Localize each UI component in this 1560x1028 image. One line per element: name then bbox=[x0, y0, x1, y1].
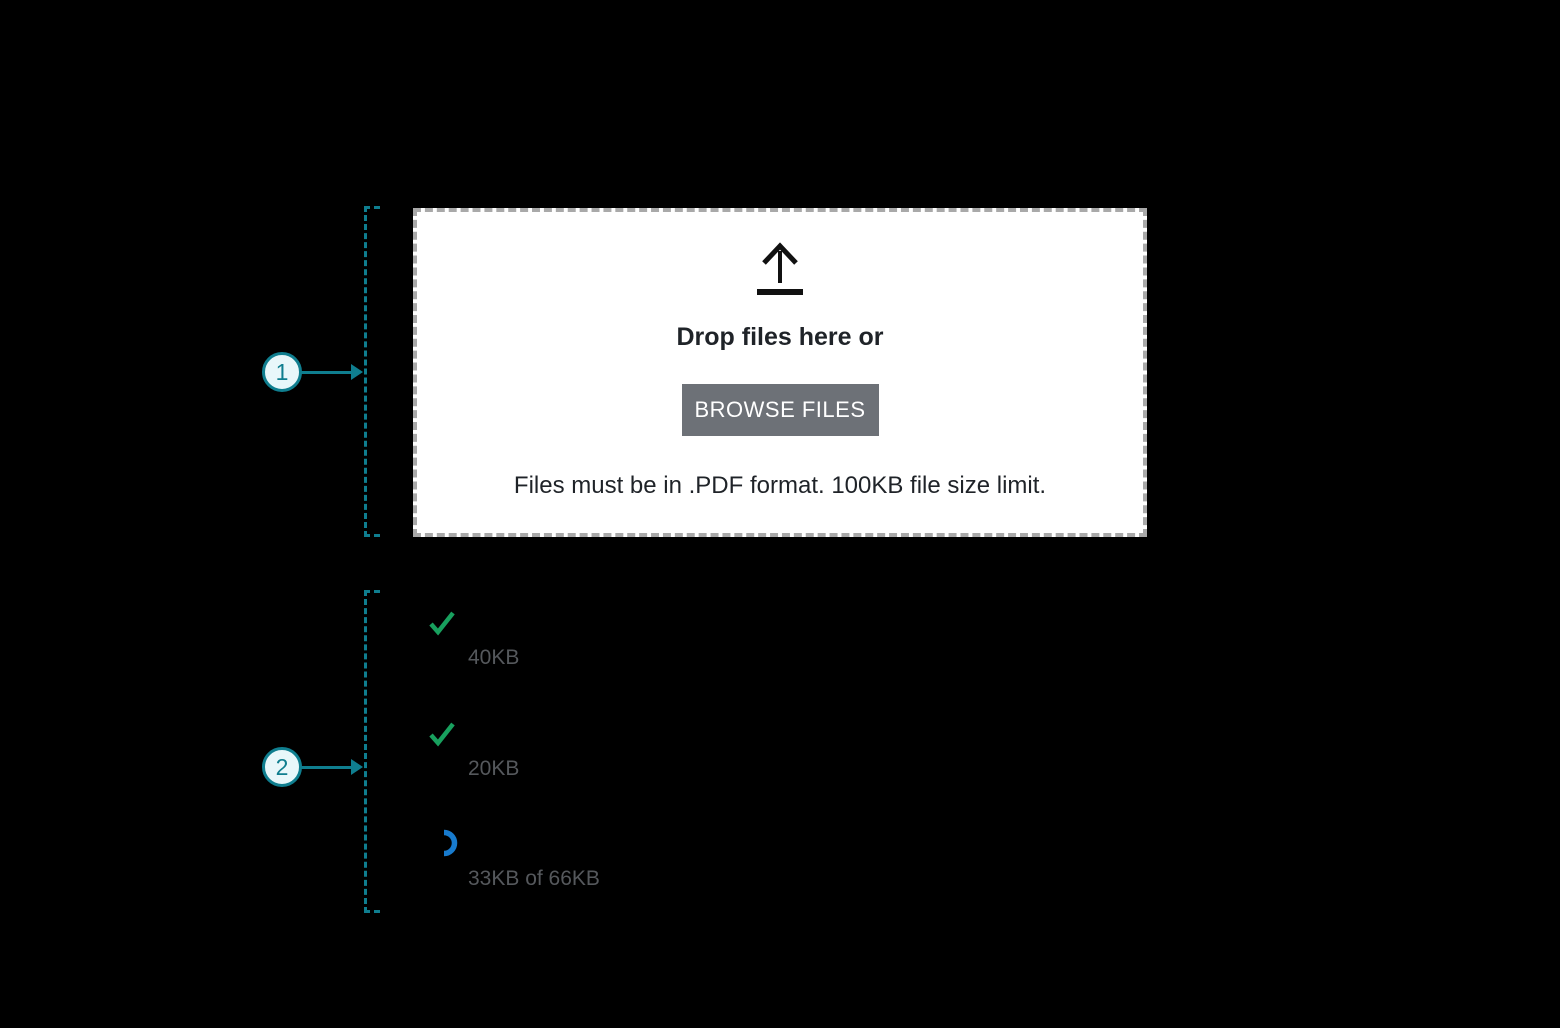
checkmark-icon bbox=[429, 722, 455, 747]
spinner-icon bbox=[443, 829, 458, 857]
dropzone-title: Drop files here or bbox=[676, 323, 884, 351]
callout-2-badge: 2 bbox=[262, 747, 302, 787]
file-item: 40KB bbox=[428, 609, 628, 679]
dropzone-hint: Files must be in .PDF format. 100KB file… bbox=[513, 472, 1047, 499]
callout-2-arrow-line bbox=[301, 765, 351, 769]
file-item: 20KB bbox=[428, 720, 628, 790]
callout-2-arrowhead-icon bbox=[351, 759, 363, 775]
callout-1-arrow-line bbox=[301, 370, 351, 374]
file-size-label: 20KB bbox=[468, 757, 520, 780]
file-item: 33KB of 66KB bbox=[430, 829, 670, 899]
annotation-bracket-2 bbox=[364, 590, 380, 913]
upload-arrow-icon bbox=[757, 242, 803, 295]
annotation-bracket-1 bbox=[364, 206, 380, 537]
callout-1-arrowhead-icon bbox=[351, 364, 363, 380]
callout-1-badge: 1 bbox=[262, 352, 302, 392]
callout-1: 1 bbox=[262, 352, 363, 392]
browse-files-button[interactable]: BROWSE FILES bbox=[681, 384, 879, 436]
callout-2: 2 bbox=[262, 747, 363, 787]
checkmark-icon bbox=[429, 611, 455, 636]
file-progress-label: 33KB of 66KB bbox=[468, 867, 600, 890]
file-size-label: 40KB bbox=[468, 646, 520, 669]
file-upload-dropzone[interactable]: Drop files here or BROWSE FILES Files mu… bbox=[413, 208, 1147, 537]
